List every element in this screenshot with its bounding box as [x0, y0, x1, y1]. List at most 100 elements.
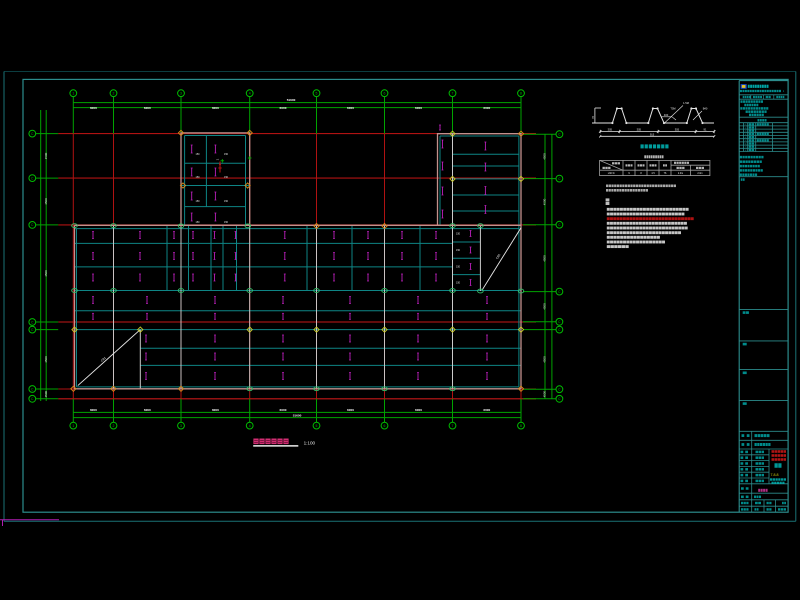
svg-text:305: 305: [675, 128, 680, 132]
svg-text:4500: 4500: [44, 356, 48, 363]
svg-text:1: 1: [216, 158, 220, 160]
svg-text:8: 8: [520, 92, 522, 96]
svg-text:915: 915: [650, 132, 655, 136]
svg-text:51600: 51600: [287, 98, 296, 102]
svg-text:CB1: CB1: [495, 253, 502, 260]
svg-text:4500: 4500: [543, 198, 547, 205]
svg-text:150: 150: [224, 221, 229, 224]
svg-text:7.8.8: 7.8.8: [771, 473, 779, 477]
svg-text:4500: 4500: [44, 391, 48, 398]
svg-text:C: C: [558, 177, 561, 181]
svg-text:6000: 6000: [90, 408, 97, 412]
svg-text:150: 150: [456, 249, 461, 252]
svg-text:4500: 4500: [543, 153, 547, 160]
svg-text:150: 150: [456, 266, 461, 269]
svg-text:5: 5: [316, 424, 318, 428]
svg-text:2.0m: 2.0m: [678, 172, 683, 175]
svg-text:6000: 6000: [212, 106, 219, 110]
svg-text:8: 8: [520, 424, 522, 428]
svg-text:150: 150: [196, 176, 201, 179]
svg-text:C: C: [31, 176, 34, 180]
svg-text:C: C: [558, 397, 561, 401]
svg-text:T5M: T5M: [670, 107, 675, 111]
svg-text:C: C: [558, 223, 561, 227]
svg-text:3: 3: [180, 424, 182, 428]
svg-text:4.5: 4.5: [651, 172, 655, 175]
svg-text:6000: 6000: [144, 408, 151, 412]
svg-text:6000: 6000: [347, 408, 354, 412]
svg-text:≥60.%: ≥60.%: [608, 172, 616, 175]
svg-text:6: 6: [745, 143, 747, 145]
svg-text:6000: 6000: [483, 408, 490, 412]
svg-text:4500: 4500: [543, 356, 547, 363]
svg-text:1: 1: [745, 127, 747, 129]
svg-text:2.0m: 2.0m: [697, 172, 702, 175]
svg-text:1: 1: [783, 91, 785, 93]
svg-text:150: 150: [224, 176, 229, 179]
svg-text:C: C: [558, 290, 561, 294]
svg-text:4: 4: [745, 137, 747, 139]
svg-text:6: 6: [384, 92, 386, 96]
svg-text:3: 3: [745, 134, 747, 136]
svg-text:6000: 6000: [280, 408, 287, 412]
svg-text:2: 2: [745, 131, 747, 133]
svg-text:9: 9: [628, 172, 630, 175]
svg-text:6000: 6000: [280, 106, 287, 110]
svg-text:305: 305: [637, 128, 642, 132]
svg-text:C: C: [31, 223, 34, 227]
svg-text:6000: 6000: [415, 408, 422, 412]
svg-text:C: C: [31, 320, 34, 324]
svg-text:C: C: [558, 388, 561, 392]
svg-text:C: C: [558, 328, 561, 332]
svg-text:76: 76: [664, 172, 667, 175]
svg-text:4500: 4500: [44, 198, 48, 205]
svg-text:7: 7: [452, 92, 454, 96]
svg-text:C: C: [31, 132, 34, 136]
svg-text:C: C: [558, 320, 561, 324]
svg-text:150: 150: [196, 200, 201, 203]
svg-text:C: C: [31, 387, 34, 391]
svg-text:150: 150: [196, 221, 201, 224]
svg-text:150: 150: [456, 282, 461, 285]
svg-text:6000: 6000: [90, 106, 97, 110]
svg-text:76: 76: [591, 116, 595, 119]
svg-text:4: 4: [249, 92, 251, 96]
svg-text:5: 5: [316, 92, 318, 96]
svg-text:C: C: [31, 328, 34, 332]
svg-text:4500: 4500: [543, 255, 547, 262]
svg-text:150: 150: [196, 153, 201, 156]
svg-text:4500: 4500: [543, 303, 547, 310]
svg-text:5: 5: [745, 140, 747, 142]
svg-text:305: 305: [608, 128, 613, 132]
svg-text:3: 3: [180, 92, 182, 96]
svg-text:1:100: 1:100: [304, 440, 316, 445]
svg-text:7: 7: [452, 424, 454, 428]
svg-text:150: 150: [456, 233, 461, 236]
svg-text:51600: 51600: [293, 413, 302, 417]
svg-text:4500: 4500: [44, 270, 48, 277]
svg-text:91: 91: [704, 128, 707, 132]
svg-text:C: C: [558, 133, 561, 137]
svg-text:6000: 6000: [144, 106, 151, 110]
svg-text:2: 2: [113, 92, 115, 96]
svg-text:4500: 4500: [44, 152, 48, 159]
svg-text:6000: 6000: [347, 106, 354, 110]
svg-text:1: 1: [72, 424, 74, 428]
svg-text:6000: 6000: [415, 106, 422, 110]
svg-text:4: 4: [249, 424, 251, 428]
svg-text:B40: B40: [703, 107, 708, 111]
svg-text:8: 8: [640, 172, 642, 175]
svg-text:2: 2: [113, 424, 115, 428]
svg-text:C: C: [31, 397, 34, 401]
svg-text:1.5M: 1.5M: [683, 101, 689, 105]
svg-text:4500: 4500: [543, 391, 547, 398]
svg-text:1: 1: [72, 92, 74, 96]
svg-text:400: 400: [664, 113, 669, 117]
svg-text:150: 150: [224, 153, 229, 156]
svg-text:6000: 6000: [212, 408, 219, 412]
svg-text:6: 6: [384, 424, 386, 428]
svg-text:8: 8: [745, 150, 747, 152]
svg-text:CB1: CB1: [100, 356, 107, 363]
svg-text:0: 0: [745, 124, 747, 126]
svg-text:6000: 6000: [483, 106, 490, 110]
